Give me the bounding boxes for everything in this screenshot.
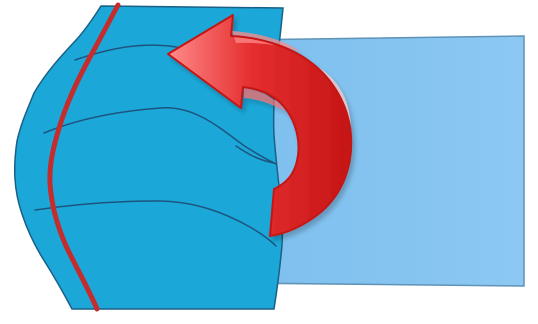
fold-diagram-canvas [0, 0, 538, 324]
fold-diagram [0, 0, 538, 324]
